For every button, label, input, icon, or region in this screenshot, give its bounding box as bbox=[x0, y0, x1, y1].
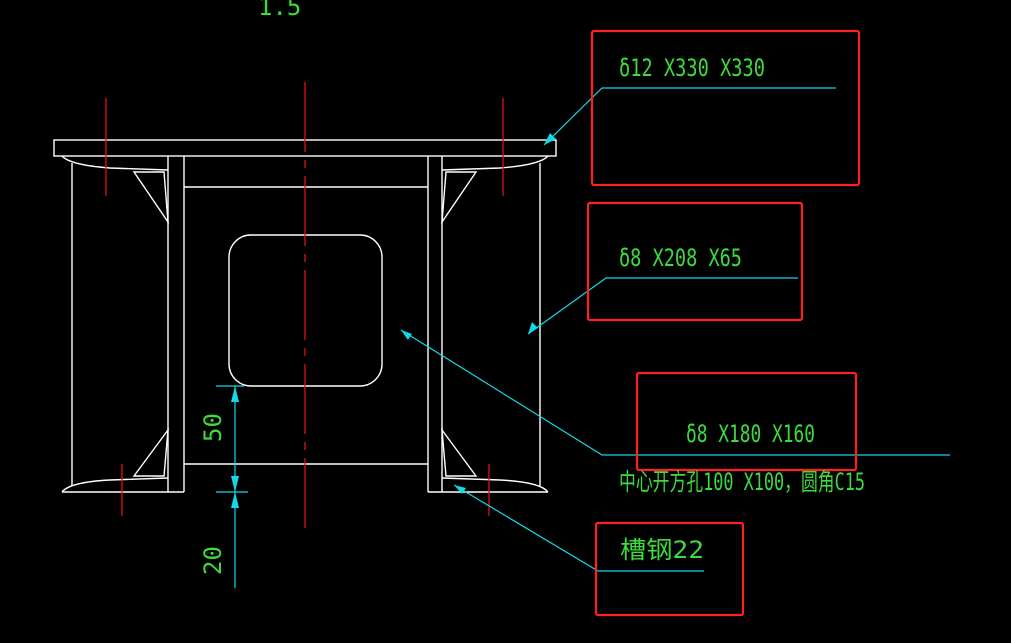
gusset-top-right bbox=[441, 171, 478, 225]
leader-side-plate bbox=[527, 277, 798, 335]
callout-top-plate: δ12 X330 X330 bbox=[619, 54, 765, 82]
arrow-web-plate bbox=[401, 330, 412, 340]
steel-section-outline bbox=[53, 139, 557, 493]
dimension-50: 50 bbox=[199, 413, 227, 442]
leader-lines bbox=[216, 87, 950, 588]
arrow-dim-2 bbox=[231, 476, 239, 492]
arrow-top-plate bbox=[544, 133, 556, 145]
leader-web-plate bbox=[400, 329, 950, 456]
highlight-box-side-plate bbox=[586, 201, 804, 322]
center-lines bbox=[105, 82, 504, 528]
right-channel-upper-flange bbox=[441, 155, 549, 171]
arrowheads bbox=[231, 133, 556, 508]
gusset-top-left bbox=[132, 171, 169, 225]
arrow-side-plate bbox=[528, 322, 538, 334]
dimension-20: 20 bbox=[199, 546, 227, 575]
highlight-box-top-plate bbox=[590, 29, 861, 187]
callout-side-plate: δ8 X208 X65 bbox=[619, 244, 742, 272]
arrow-dim-1 bbox=[231, 386, 239, 402]
highlight-box-channel bbox=[594, 521, 745, 617]
callout-opening-note: 中心开方孔100 X100，圆角C15 bbox=[619, 468, 865, 496]
highlight-boxes bbox=[586, 29, 861, 617]
arrow-dim-3 bbox=[231, 492, 239, 508]
right-channel-lower-flange bbox=[441, 477, 549, 493]
leader-top-plate bbox=[543, 87, 836, 146]
highlight-box-web-plate bbox=[635, 371, 858, 472]
leader-channel bbox=[453, 484, 704, 572]
left-channel-lower-flange bbox=[61, 477, 169, 493]
callout-channel: 槽钢22 bbox=[620, 536, 704, 564]
gusset-bottom-right bbox=[441, 427, 478, 477]
callout-web-plate: δ8 X180 X160 bbox=[686, 420, 815, 448]
arrow-channel bbox=[454, 485, 466, 494]
top-fragment-text: 1.5 bbox=[258, 0, 301, 21]
left-channel-upper-flange bbox=[61, 155, 169, 171]
gusset-bottom-left bbox=[132, 427, 169, 477]
